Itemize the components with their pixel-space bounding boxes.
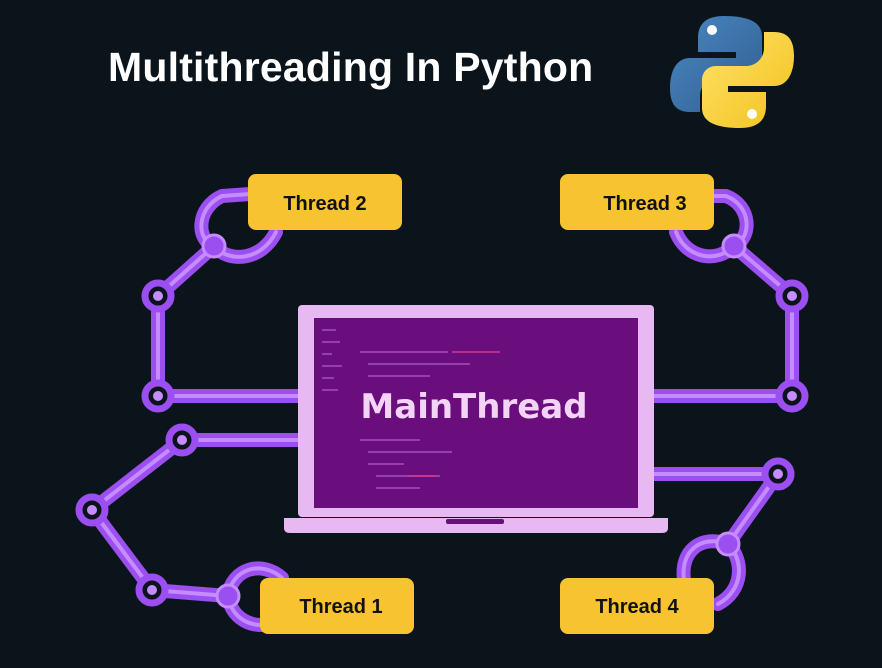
thread-2-box: Thread 2 (248, 174, 402, 230)
laptop-base (284, 518, 668, 533)
thread-4-box: Thread 4 (560, 578, 714, 634)
main-thread-label: MainThread (360, 387, 587, 427)
laptop: MainThread (284, 305, 668, 533)
thread-3-label: Thread 3 (603, 193, 686, 215)
gripper-pivot (201, 233, 747, 609)
thread-3-box: Thread 3 (560, 174, 714, 230)
thread-2-label: Thread 2 (283, 193, 366, 215)
thread-1-label: Thread 1 (299, 596, 382, 618)
thread-label-boxes: Thread 2 Thread 3 Thread 1 Thread 4 (248, 174, 714, 634)
joint-center (87, 291, 797, 595)
python-logo-yellow-snake (702, 32, 794, 128)
code-highlights (408, 351, 500, 477)
python-logo-eye-bottom (747, 109, 757, 119)
laptop-screen (314, 318, 638, 508)
joint (75, 279, 809, 607)
thread-4-label: Thread 4 (595, 596, 679, 618)
arm-joints (75, 233, 809, 609)
python-logo (670, 16, 794, 128)
page-title: Multithreading In Python (108, 44, 594, 90)
python-logo-eye-top (707, 25, 717, 35)
laptop-notch (446, 519, 504, 524)
python-logo-blue-snake (670, 16, 762, 112)
thread-1-box: Thread 1 (260, 578, 414, 634)
